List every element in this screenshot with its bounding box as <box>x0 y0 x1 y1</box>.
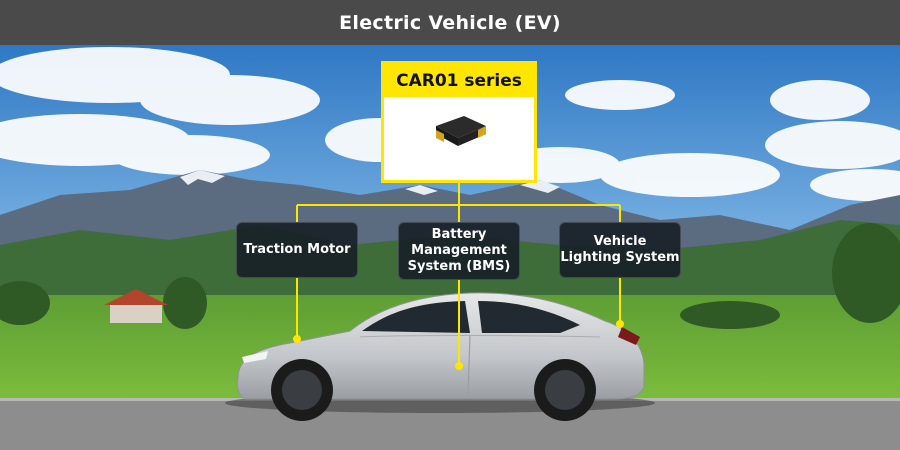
application-bms: Battery Management System (BMS) <box>398 222 520 280</box>
application-label: Vehicle Lighting System <box>560 233 680 265</box>
application-label: Traction Motor <box>243 241 351 257</box>
application-label: Battery Management System (BMS) <box>407 226 511 275</box>
product-label: CAR01 series <box>384 64 534 97</box>
connection-points <box>293 320 624 370</box>
page-title-text: Electric Vehicle (EV) <box>339 11 561 34</box>
house <box>104 289 168 323</box>
trees <box>0 223 900 329</box>
application-vehicle-lighting: Vehicle Lighting System <box>559 222 681 278</box>
smd-component-icon <box>436 116 486 146</box>
electric-car-icon <box>225 292 655 421</box>
page-title: Electric Vehicle (EV) <box>0 0 900 45</box>
snow-caps <box>180 170 560 195</box>
connector-lines <box>296 183 621 365</box>
product-callout: CAR01 series <box>381 61 537 183</box>
application-traction-motor: Traction Motor <box>236 222 358 278</box>
